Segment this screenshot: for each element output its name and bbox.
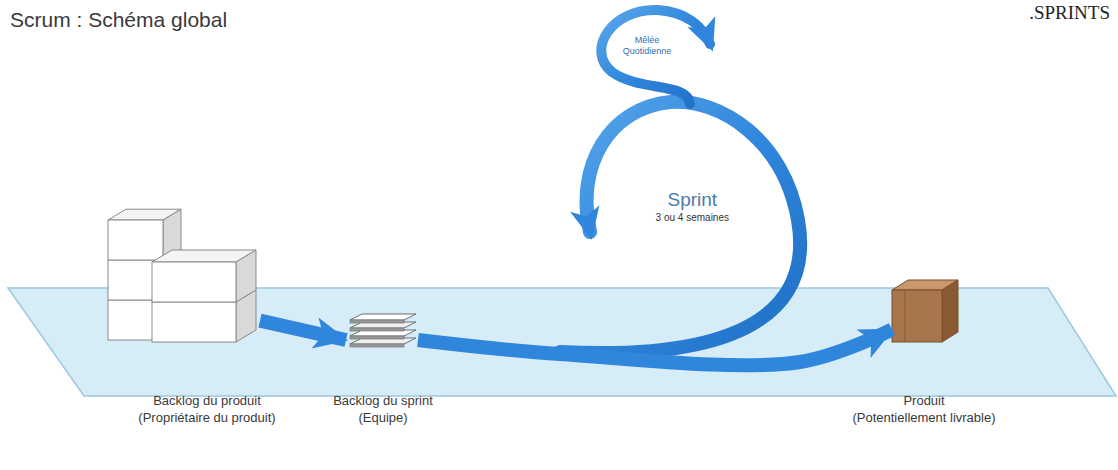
loop-name: Mêlée Quotidienne [616, 35, 678, 57]
daily-loop [601, 10, 710, 104]
caption-note: (Propriétaire du produit) [138, 409, 275, 426]
caption-heading: Produit [852, 392, 995, 409]
flow-arrow [418, 330, 892, 366]
page-label: .SPRINTS [1029, 2, 1110, 24]
caption-note: (Potentiellement livrable) [852, 409, 995, 426]
backlog-cubes [108, 209, 256, 342]
daily-scrum-loop: Mêlée Quotidienne [612, 33, 682, 59]
sprint-loop-label: Sprint3 ou 4 semaines [651, 186, 733, 226]
product-illustration: Produit(Potentiellement livrable) [892, 280, 958, 342]
caption: Backlog du sprint(Equipe) [333, 392, 433, 426]
caption: Produit(Potentiellement livrable) [852, 392, 995, 426]
caption: Backlog du produit(Propriétaire du produ… [138, 392, 275, 426]
caption-note: (Equipe) [333, 409, 433, 426]
sprint-loop [560, 102, 800, 353]
caption-heading: Backlog du sprint [333, 392, 433, 409]
caption-heading: Backlog du produit [138, 392, 275, 409]
loop-duration: 3 ou 4 semaines [655, 212, 729, 224]
sprint-backlog-illustration: Backlog du sprint(Equipe) [346, 312, 418, 352]
loop-name: Sprint [655, 188, 729, 212]
title: Scrum : Schéma global [10, 8, 227, 32]
product-box [892, 280, 958, 342]
backlog-illustration: Backlog du produit(Propriétaire du produ… [105, 200, 260, 342]
flow-arrow [260, 321, 346, 340]
sprint-backlog-stack [350, 314, 416, 347]
